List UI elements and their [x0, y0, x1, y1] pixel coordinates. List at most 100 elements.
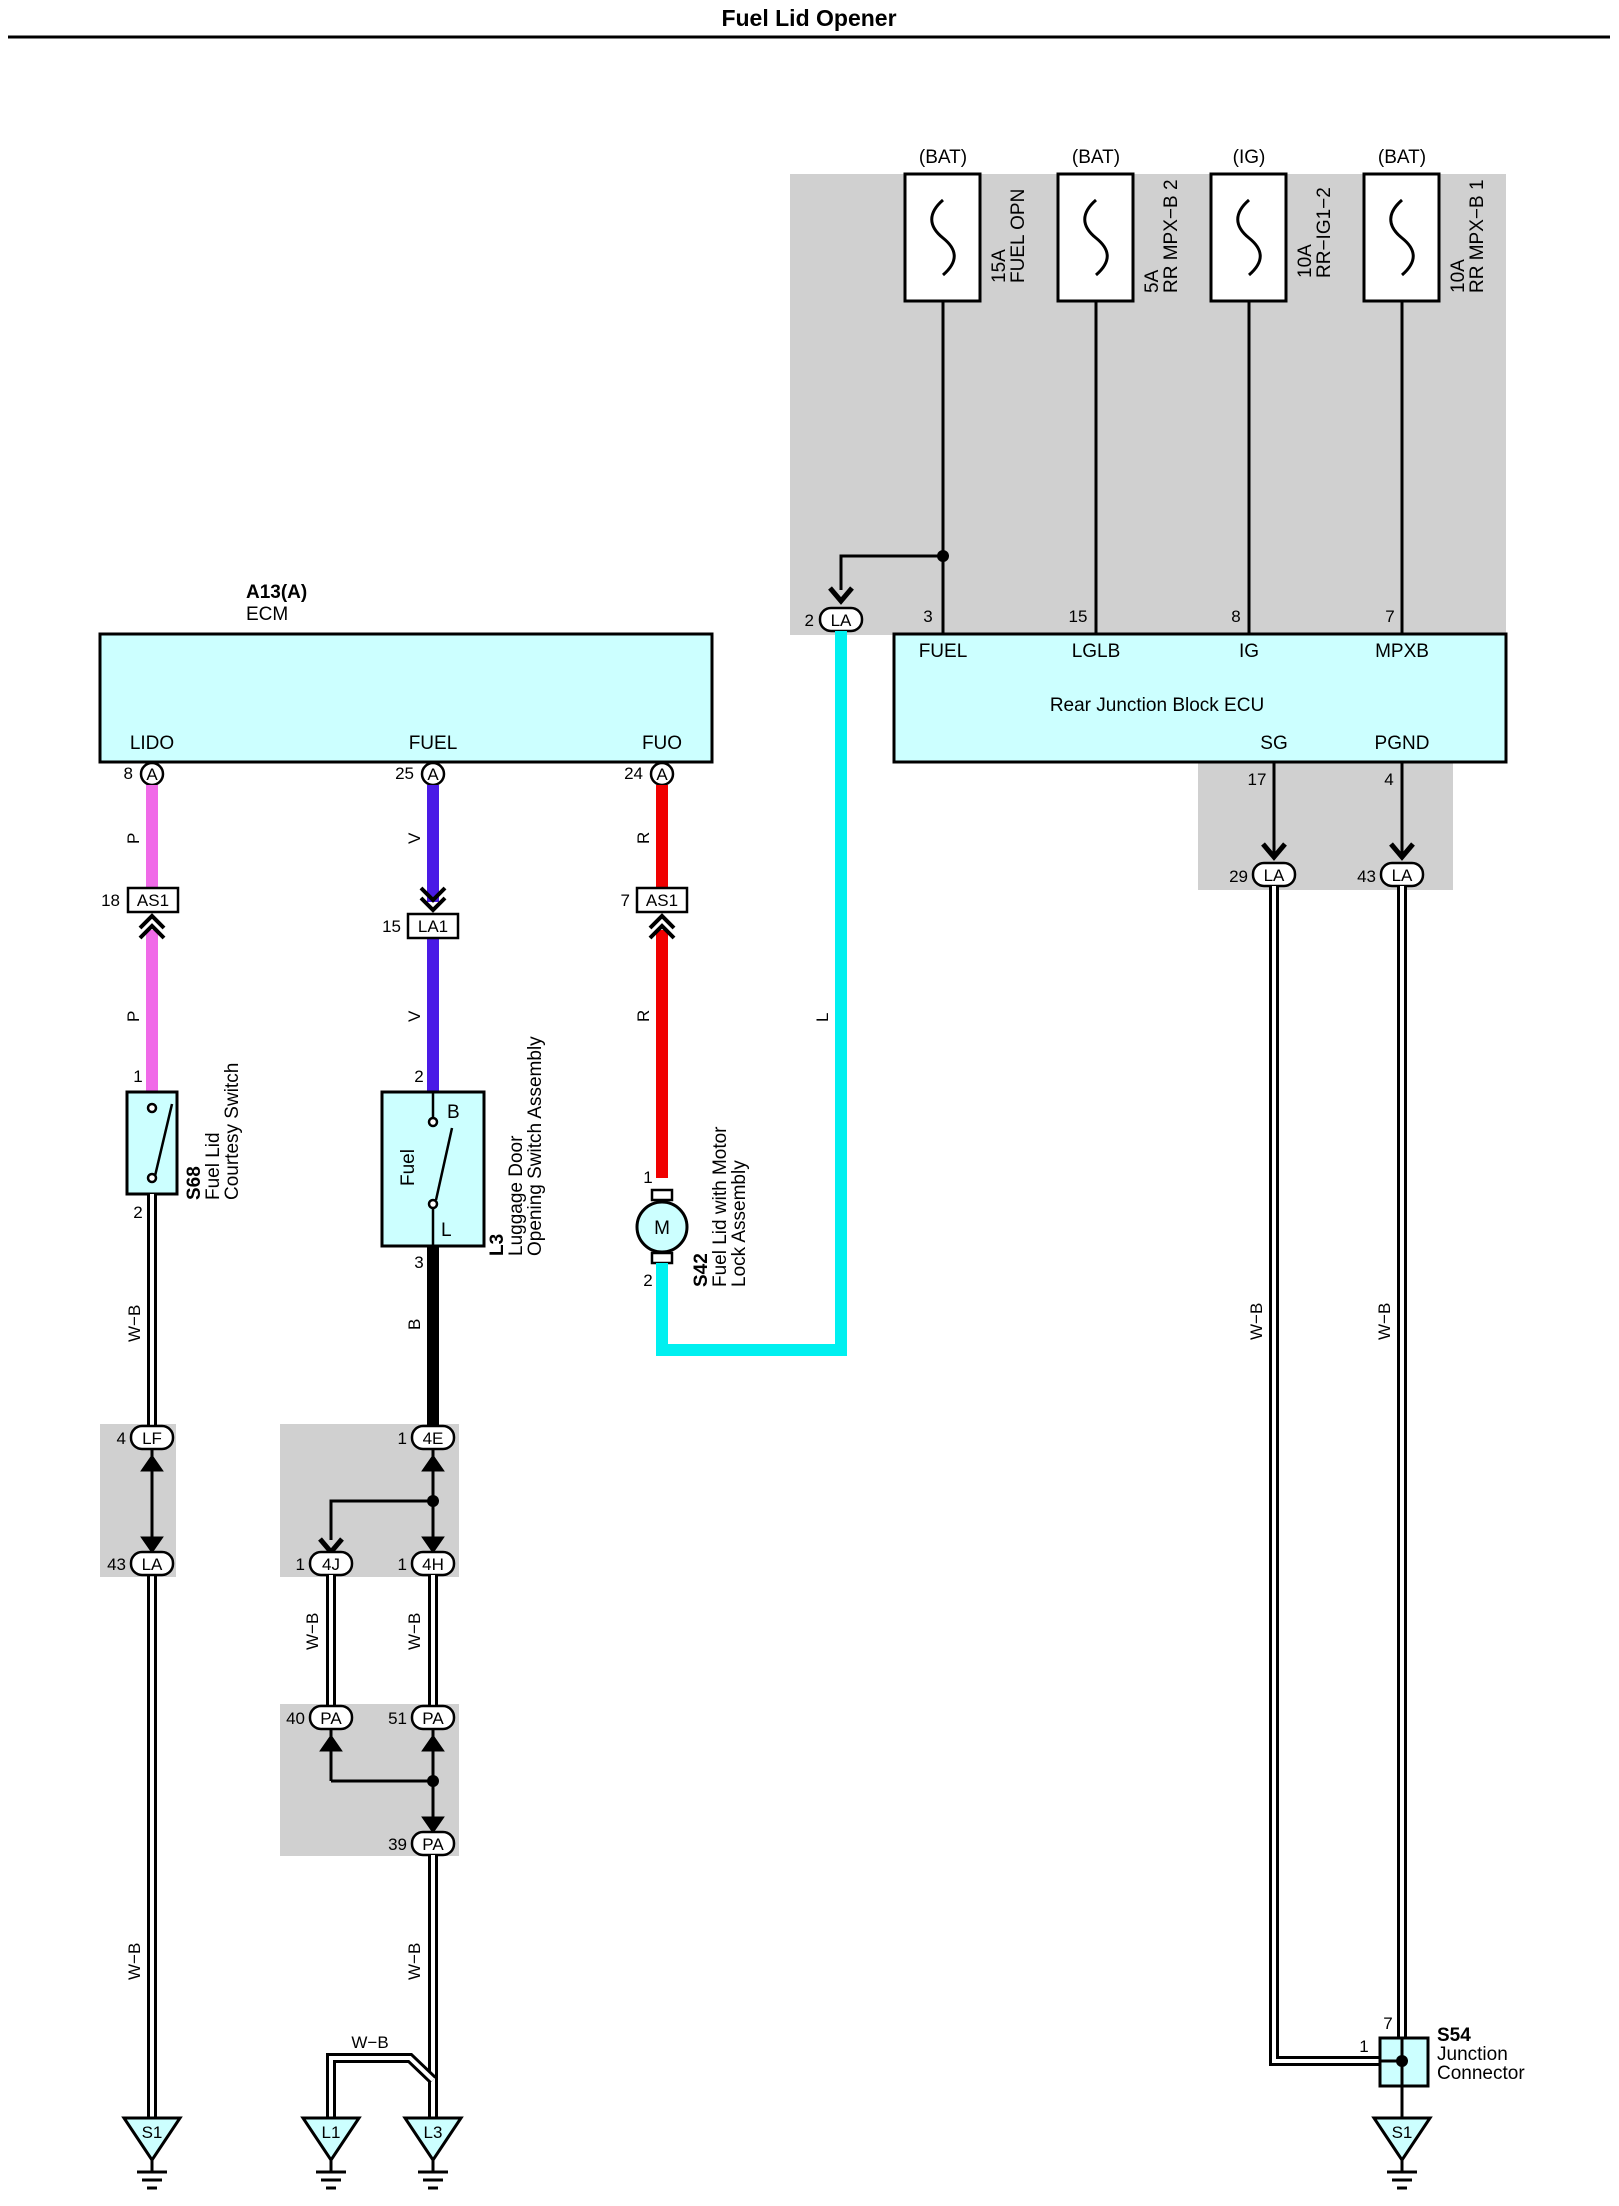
s54-pin-top: 7	[1383, 2014, 1392, 2033]
splice-dot	[937, 550, 949, 562]
s68-pin-bottom: 2	[133, 1203, 142, 1222]
s42-line2: Lock Assembly	[729, 1160, 750, 1287]
s54-line1: Junction	[1437, 2044, 1508, 2065]
s54-line2: Connector	[1437, 2063, 1525, 2084]
wire-label-l: L	[813, 1013, 832, 1022]
wire-cyan	[656, 631, 847, 1356]
fuse-fuel-opn: (BAT) 15AFUEL OPN	[903, 147, 1029, 303]
fuse-name: RR MPX−B 1	[1467, 179, 1488, 293]
connector-arrow	[421, 1454, 445, 1554]
splice-dot	[427, 1495, 439, 1507]
connector-arrow	[319, 1734, 445, 1834]
pa51-pin: 51	[388, 1709, 407, 1728]
diagram-title: Fuel Lid Opener	[721, 5, 896, 31]
la1-connector	[406, 912, 460, 940]
rjb-pgnd-pin: 4	[1384, 770, 1393, 789]
connector-arrow	[140, 1454, 164, 1554]
la1-pin: 15	[382, 917, 401, 936]
fuse-rr-ig1-2: (IG) 10ARR−IG1−2	[1209, 147, 1335, 303]
switch-icon	[146, 1102, 174, 1184]
fuse-source: (BAT)	[1378, 147, 1426, 168]
rjb-bottom-wires	[1272, 762, 1404, 856]
as1-label: AS1	[137, 891, 169, 910]
wire-label-p: P	[124, 833, 143, 844]
ground-icon	[1371, 2116, 1433, 2163]
ground-s1-left: S1	[121, 2116, 183, 2190]
connector-arrow	[1389, 842, 1415, 861]
fuse-feed-wires	[839, 301, 1404, 633]
l3-inner-label: Fuel	[398, 1149, 419, 1186]
svg-text:S68Fuel LidCourtesy Switch: S68Fuel LidCourtesy Switch	[184, 1063, 243, 1200]
rjb-sg-pin: 17	[1248, 770, 1267, 789]
rjb-term-fuel: FUEL	[919, 641, 968, 662]
la29-pin: 29	[1229, 867, 1248, 886]
ecm-pin: 24	[624, 764, 643, 783]
ground-l3: L3	[402, 2116, 464, 2190]
s54-pin-left: 1	[1359, 2037, 1368, 2056]
wire-label-wb: W−B	[1247, 1303, 1266, 1340]
c4e-label: 4E	[423, 1429, 444, 1448]
rjb-term-lglb: LGLB	[1072, 641, 1121, 662]
wire-label-wb: W−B	[405, 1613, 424, 1650]
rjb-name: Rear Junction Block ECU	[1050, 695, 1264, 716]
fuse-name: RR MPX−B 2	[1161, 179, 1182, 293]
ground-icon	[121, 2116, 183, 2163]
l3-term-l: L	[441, 1220, 452, 1241]
s42-code: S42	[691, 1253, 712, 1287]
fuse-source: (BAT)	[919, 147, 967, 168]
as1-right-pin: 7	[621, 891, 630, 910]
rjb-term-mpxb: MPXB	[1375, 641, 1429, 662]
la-connector-label: LA	[831, 611, 852, 630]
c4j-pin: 1	[296, 1555, 305, 1574]
la-pin: 2	[805, 611, 814, 630]
fuse-icon	[1236, 198, 1262, 277]
connector-arrow	[648, 913, 676, 940]
ecm-pin-letter: A	[656, 765, 668, 784]
s68-line1: Fuel Lid	[203, 1132, 224, 1200]
wire-label-wb: W−B	[125, 1305, 144, 1342]
svg-text:10ARR MPX−B 1: 10ARR MPX−B 1	[1448, 179, 1488, 293]
fuse-rating: 10A	[1295, 244, 1316, 278]
as1-pin: 18	[101, 891, 120, 910]
fuse-name: FUEL OPN	[1008, 189, 1029, 283]
ecm-term-fuo: FUO	[642, 733, 682, 754]
ground-s1-right: S1	[1371, 2116, 1433, 2190]
ecm-pin: 8	[124, 764, 133, 783]
ecm-term-lido: LIDO	[130, 733, 174, 754]
wire-label-p: P	[124, 1011, 143, 1022]
la43-label: LA	[1392, 866, 1413, 885]
ecm-name: ECM	[246, 604, 288, 625]
svg-text:S42Fuel Lid with MotorLock Ass: S42Fuel Lid with MotorLock Assembly	[691, 1126, 750, 1287]
l3-line2: Opening Switch Assembly	[525, 1036, 546, 1256]
rjb-term-ig: IG	[1239, 641, 1259, 662]
l3-pin-bottom: 3	[414, 1253, 423, 1272]
pa40-pin: 40	[286, 1709, 305, 1728]
wb-wire-right	[1269, 886, 1407, 2066]
pa51-label: PA	[422, 1709, 444, 1728]
fuse-icon	[1083, 198, 1109, 277]
s68-code: S68	[184, 1166, 205, 1200]
rjb-pin: 7	[1385, 607, 1394, 626]
lf-label: LF	[142, 1429, 162, 1448]
splice-dot	[427, 1775, 439, 1787]
c4h-label: 4H	[422, 1555, 444, 1574]
rjb-pin: 15	[1069, 607, 1088, 626]
lf-pin: 4	[117, 1429, 126, 1448]
connector-arrow	[1261, 842, 1287, 861]
l3-line1: Luggage Door	[506, 1135, 527, 1256]
la29-label: LA	[1264, 866, 1285, 885]
connector-arrow	[828, 586, 854, 605]
wire-label-r: R	[634, 1010, 653, 1022]
rjb-term-sg: SG	[1260, 733, 1287, 754]
fuse-rr-mpx-b1: (BAT) 10ARR MPX−B 1	[1362, 147, 1488, 303]
connector-arrow	[138, 913, 166, 940]
ecm-pin-letter: A	[146, 765, 158, 784]
ecm-term-fuel: FUEL	[409, 733, 458, 754]
ecm-pin-letter: A	[427, 765, 439, 784]
svg-text:10ARR−IG1−2: 10ARR−IG1−2	[1295, 187, 1335, 278]
wire-label-wb: W−B	[405, 1943, 424, 1980]
fuse-source: (BAT)	[1072, 147, 1120, 168]
fuse-name: RR−IG1−2	[1314, 187, 1335, 278]
fuse-rr-mpx-b2: (BAT) 5ARR MPX−B 2	[1056, 147, 1182, 303]
